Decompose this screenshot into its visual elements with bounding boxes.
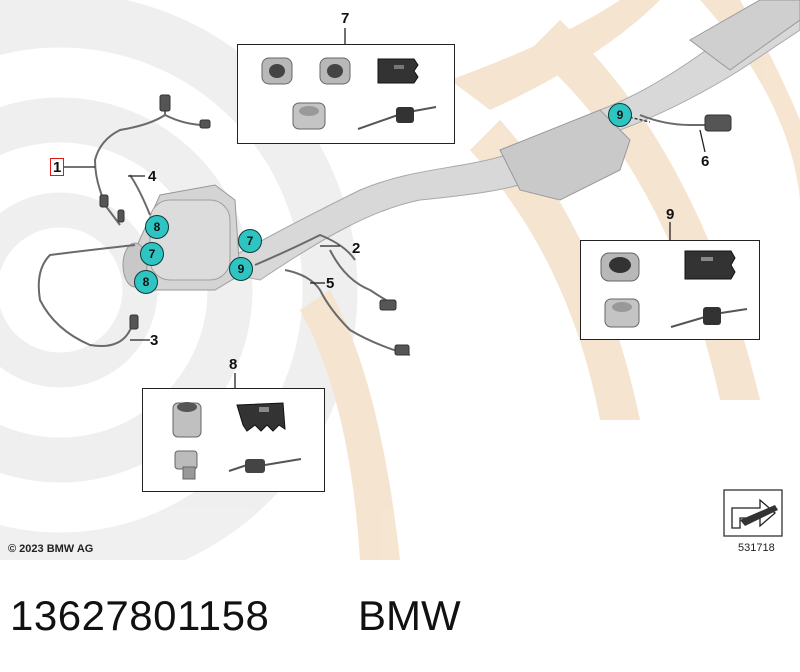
exhaust-system-diagram xyxy=(0,0,800,560)
view-arrow-icon xyxy=(723,489,783,537)
threaded-sleeve-icon xyxy=(172,402,202,438)
callout-3[interactable]: 3 xyxy=(150,332,159,349)
threaded-nut-icon xyxy=(261,57,293,85)
kit-label-8: 8 xyxy=(229,356,238,373)
kit-box-8 xyxy=(142,388,325,492)
kit-box-9 xyxy=(580,240,760,340)
threaded-nut-icon xyxy=(319,57,351,85)
drill-bit-icon xyxy=(228,458,302,473)
drill-bit-icon xyxy=(670,307,748,328)
plug-bolt-icon xyxy=(292,102,326,130)
kit-9-parts xyxy=(600,250,748,328)
kit-label-9: 9 xyxy=(666,206,675,223)
exhaust-pipe xyxy=(208,0,800,281)
hole-saw-icon xyxy=(236,402,286,432)
particulate-filter xyxy=(122,184,241,291)
image-number: 531718 xyxy=(738,542,775,554)
callout-5[interactable]: 5 xyxy=(326,275,335,292)
plug-bolt-icon xyxy=(604,298,640,328)
badge-7[interactable]: 7 xyxy=(140,242,164,266)
badge-9[interactable]: 9 xyxy=(229,257,253,281)
copyright-text: © 2023 BMW AG xyxy=(8,543,94,555)
kit-8-parts xyxy=(172,402,302,480)
sensor-bodies xyxy=(99,94,732,356)
background-watermark xyxy=(0,0,800,560)
drill-bit-icon xyxy=(357,106,437,130)
badge-8[interactable]: 8 xyxy=(134,270,158,294)
kit-box-7 xyxy=(237,44,455,144)
hole-saw-icon xyxy=(377,58,419,84)
sensor-wires xyxy=(37,100,705,356)
part-number: 13627801158 xyxy=(10,592,270,639)
bolt-icon xyxy=(174,450,198,480)
selected-part-highlight xyxy=(50,158,64,176)
hole-saw-icon xyxy=(684,250,736,280)
leader-lines xyxy=(64,28,706,390)
kit-label-7: 7 xyxy=(341,10,350,27)
badge-7[interactable]: 7 xyxy=(238,229,262,253)
brand-name: BMW xyxy=(358,592,461,639)
kit-7-parts xyxy=(261,57,437,130)
callout-2[interactable]: 2 xyxy=(352,240,361,257)
threaded-nut-icon xyxy=(600,252,640,282)
callout-1[interactable]: 1 xyxy=(53,159,62,176)
callout-4[interactable]: 4 xyxy=(148,168,157,185)
badge-9[interactable]: 9 xyxy=(608,103,632,127)
badge-8[interactable]: 8 xyxy=(145,215,169,239)
callout-6[interactable]: 6 xyxy=(701,153,710,170)
